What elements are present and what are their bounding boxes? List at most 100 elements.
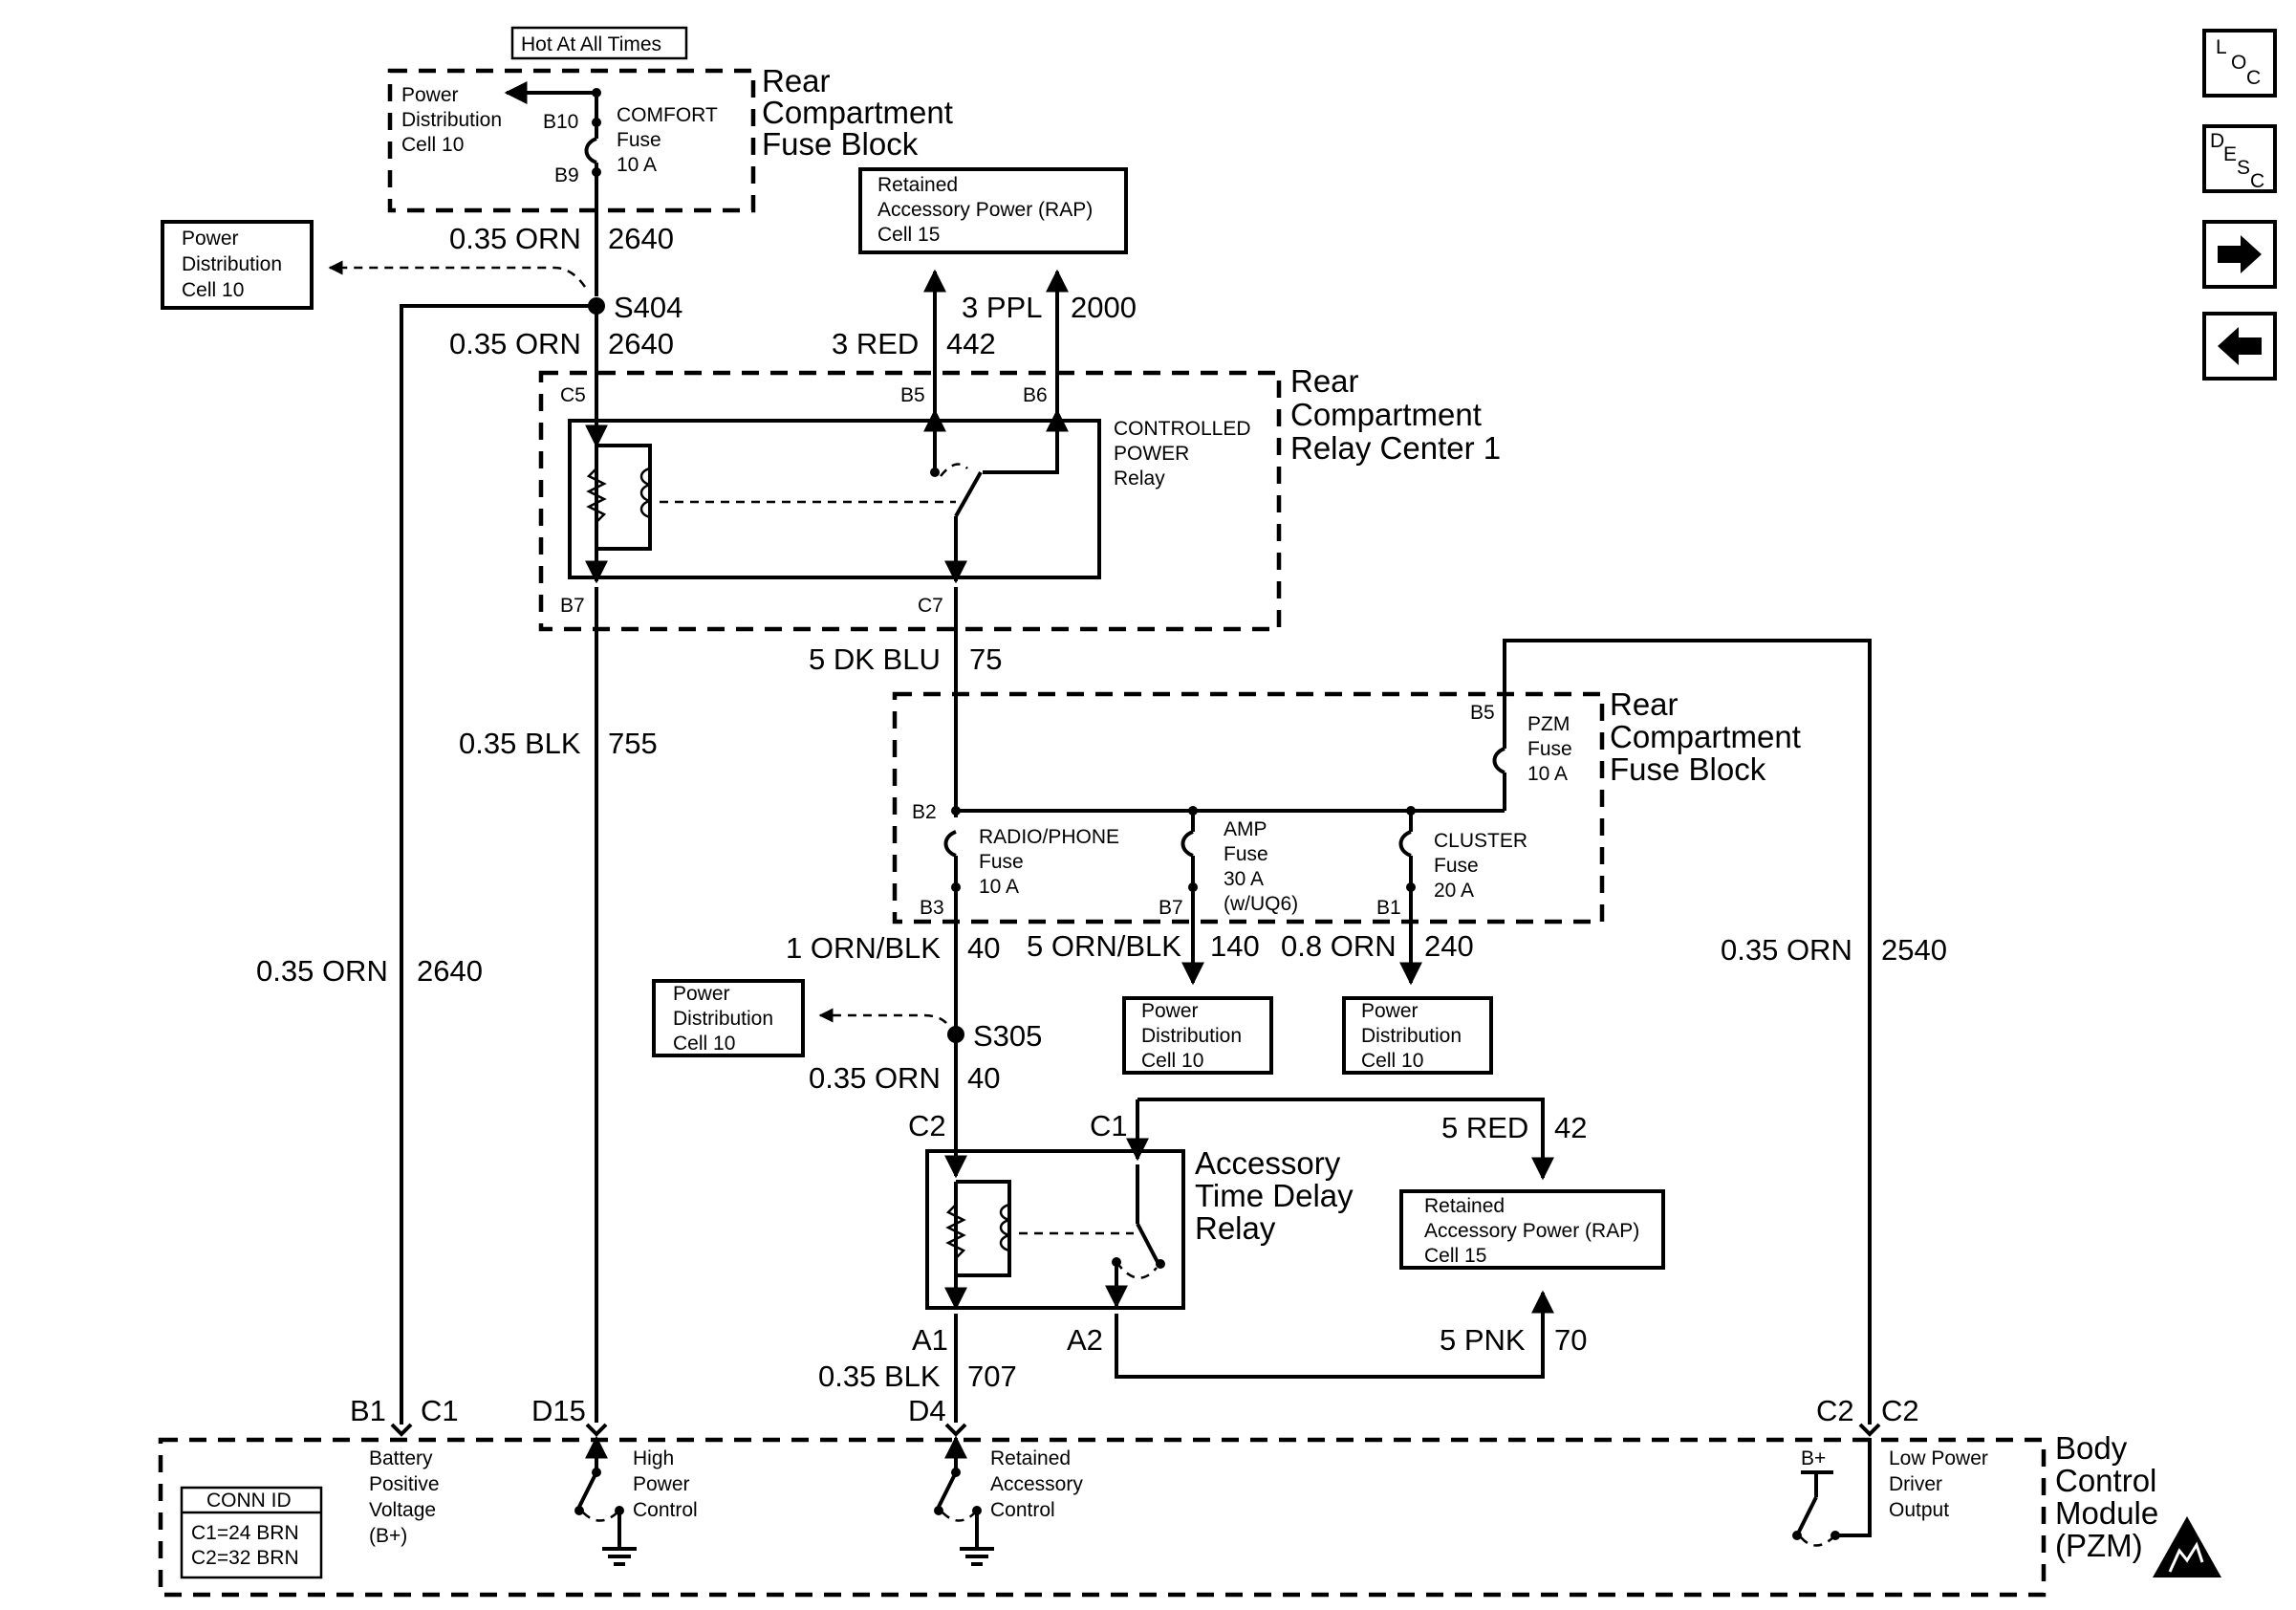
rear-fuse-block-top-title-3: Fuse Block [762, 126, 919, 162]
pin-c1-bcm: C1 [421, 1394, 459, 1427]
pin-b1-bcm: B1 [350, 1394, 386, 1427]
pin-b1-mid: B1 [1376, 897, 1401, 919]
pd-left-1: Power [182, 228, 239, 250]
bplus-label: B+ [1801, 1447, 1826, 1469]
desc-button[interactable]: D E S C [2202, 124, 2277, 193]
pin-b5-top: B5 [900, 384, 925, 406]
pin-b7-top: B7 [560, 595, 585, 617]
wire-70-color: 5 PNK [1440, 1323, 1526, 1357]
conn-id-row-1: C1=24 BRN [191, 1522, 299, 1544]
desc-letter-2: E [2223, 143, 2237, 165]
hot-at-all-times-label: Hot At All Times [521, 33, 661, 55]
wire-2540-num: 2540 [1881, 933, 1947, 967]
rap-top-1: Retained [877, 174, 958, 196]
pzm-fuse-3: 10 A [1527, 763, 1568, 785]
pin-c7-top: C7 [918, 595, 943, 617]
pin-a2-atd: A2 [1067, 1323, 1103, 1357]
pd-amp-2: Distribution [1141, 1025, 1242, 1047]
cpr-label-2: POWER [1114, 443, 1189, 465]
controlled-power-relay [568, 419, 1101, 579]
next-button[interactable] [2202, 220, 2277, 289]
rap-mid-2: Accessory Power (RAP) [1424, 1220, 1639, 1242]
pd-s305-1: Power [673, 983, 730, 1005]
ground-icon [602, 1547, 637, 1566]
pd-left-2: Distribution [182, 253, 282, 275]
pd-s305-box [652, 979, 805, 1057]
esd-warning-icon [2153, 1516, 2221, 1577]
relay-center-title-1: Rear [1290, 363, 1359, 399]
relay-center-title-2: Compartment [1290, 397, 1482, 432]
relay-center [538, 370, 1282, 632]
rear-fuse-block-mid-title-3: Fuse Block [1610, 751, 1766, 787]
atd-title-3: Relay [1195, 1210, 1276, 1246]
pd-amp-1: Power [1141, 1000, 1199, 1022]
amp-fuse-1: AMP [1224, 818, 1267, 840]
pd-label-top-3: Cell 10 [401, 134, 464, 156]
battery-3: Voltage [369, 1499, 436, 1521]
rear-fuse-block-top [387, 68, 756, 213]
rap-control-1: Retained [990, 1447, 1071, 1469]
amp-fuse-2: Fuse [1224, 843, 1268, 865]
desc-letter-4: C [2250, 170, 2264, 192]
arrow-right-icon [2218, 235, 2262, 273]
wire-755-num: 755 [608, 727, 658, 760]
pzm-fuse-1: PZM [1527, 713, 1570, 735]
wire-2640-b-num: 2640 [608, 327, 674, 360]
cluster-fuse-1: CLUSTER [1434, 830, 1527, 852]
desc-letter-1: D [2210, 130, 2224, 152]
pin-b3-mid: B3 [920, 897, 944, 919]
pin-b7-mid: B7 [1159, 897, 1183, 919]
cpr-label-1: CONTROLLED [1114, 418, 1251, 440]
bcm-title-4: (PZM) [2055, 1528, 2143, 1563]
wire-75-num: 75 [969, 642, 1002, 676]
wire-2640-left-color: 0.35 ORN [256, 954, 388, 988]
rap-top-2: Accessory Power (RAP) [877, 199, 1093, 221]
rap-control-3: Control [990, 1499, 1055, 1521]
atd-title-2: Time Delay [1195, 1178, 1354, 1213]
wire-pzm-feed [1503, 639, 1872, 1425]
loc-letter-1: L [2216, 36, 2227, 58]
comfort-fuse-label-2: Fuse [617, 129, 661, 151]
battery-4: (B+) [369, 1525, 407, 1547]
arrow-left-icon [2218, 327, 2262, 365]
pin-d15-bcm: D15 [531, 1394, 586, 1427]
comfort-fuse-icon [584, 137, 597, 164]
wire-2640-a-num: 2640 [608, 222, 674, 255]
wire-442-num: 442 [946, 327, 996, 360]
low-power-1: Low Power [1889, 1447, 1988, 1469]
wire-2640-a-color: 0.35 ORN [449, 222, 581, 255]
pd-cluster-box [1342, 996, 1493, 1075]
atd-title-1: Accessory [1195, 1145, 1341, 1181]
rap-mid-1: Retained [1424, 1195, 1505, 1217]
rap-top-3: Cell 15 [877, 224, 940, 246]
wire-2000-num: 2000 [1071, 291, 1137, 324]
pd-cluster-2: Distribution [1361, 1025, 1462, 1047]
wire-42-color: 5 RED [1441, 1111, 1528, 1144]
desc-letter-3: S [2237, 157, 2250, 179]
wire-40-b-color: 0.35 ORN [809, 1061, 941, 1095]
wire-42-num: 42 [1554, 1111, 1587, 1144]
splice-s404-label: S404 [614, 291, 682, 324]
back-button[interactable] [2202, 312, 2277, 381]
pin-a1-atd: A1 [912, 1323, 948, 1357]
loc-letter-3: C [2246, 67, 2261, 89]
pin-c2a-bcm: C2 [1816, 1394, 1854, 1427]
bcm-title-2: Control [2055, 1463, 2156, 1498]
wire-755-color: 0.35 BLK [459, 727, 581, 760]
radio-fuse-icon [943, 830, 957, 858]
wire-707-num: 707 [967, 1360, 1017, 1393]
amp-fuse-4: (w/UQ6) [1224, 893, 1298, 915]
wire-140-num: 140 [1210, 929, 1260, 963]
hot-at-all-times-box [510, 26, 688, 60]
wire-2640-left-num: 2640 [417, 954, 483, 988]
pin-c5: C5 [560, 384, 586, 406]
pin-b5-mid: B5 [1470, 702, 1495, 724]
loc-button[interactable]: L O C [2202, 29, 2277, 98]
pd-left-box [161, 220, 314, 310]
high-power-2: Power [633, 1473, 690, 1495]
rap-control-2: Accessory [990, 1473, 1083, 1495]
pzm-fuse-icon [1492, 747, 1505, 774]
radio-fuse-3: 10 A [979, 876, 1019, 898]
rap-mid-box [1399, 1189, 1665, 1270]
pin-c2-atd: C2 [908, 1109, 946, 1142]
